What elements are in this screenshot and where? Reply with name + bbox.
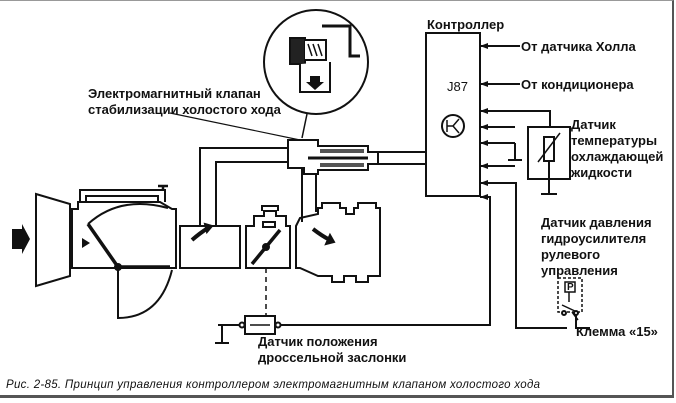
- inlet-arrow-icon: [12, 224, 30, 254]
- coolant-sensor-label-line1: Датчик: [571, 117, 616, 132]
- bypass-pipe: [199, 147, 300, 226]
- throttle-body: [245, 210, 291, 269]
- air-flow-meter: [71, 201, 177, 269]
- ps-sensor-label-line2: гидроусилителя: [541, 231, 647, 246]
- valve-leader-line: [169, 112, 301, 141]
- figure-caption: Рис. 2-85. Принцип управления контроллер…: [6, 379, 541, 391]
- coolant-sensor-label-line4: жидкости: [571, 165, 633, 180]
- throttle-sensor-label-line2: дроссельной заслонки: [258, 350, 407, 365]
- power-steering-pressure-switch: [557, 277, 583, 313]
- intake-manifold: [295, 202, 381, 283]
- air-duct: [179, 225, 241, 269]
- transistor-icon: [441, 114, 465, 138]
- ps-sensor-label-line3: рулевого: [541, 247, 601, 262]
- throttle-sensor-label-line1: Датчик положения: [258, 334, 378, 349]
- coolant-sensor-label-line2: температуры: [571, 133, 658, 148]
- air-intake-funnel: [35, 192, 71, 288]
- air-conditioner-label: От кондиционера: [521, 77, 634, 92]
- pressure-symbol: P: [567, 282, 574, 293]
- idle-valve-label-line1: Электромагнитный клапан: [88, 86, 261, 101]
- idle-valve-label-line2: стабилизации холостого хода: [88, 102, 281, 117]
- ps-sensor-label-line1: Датчик давления: [541, 215, 652, 230]
- flow-arrow-small-icon: [82, 238, 90, 248]
- terminal-15-label: Клемма «15»: [576, 324, 658, 339]
- controller-label: Контроллер: [427, 17, 505, 32]
- valve-detail-down-arrow-icon: [306, 76, 324, 90]
- valve-detail-magnifier: [263, 9, 369, 115]
- hall-sensor-label: От датчика Холла: [521, 39, 636, 54]
- ps-sensor-label-line4: управления: [541, 263, 618, 278]
- coolant-sensor-label-line3: охлаждающей: [571, 149, 664, 164]
- controller-code: J87: [447, 79, 468, 94]
